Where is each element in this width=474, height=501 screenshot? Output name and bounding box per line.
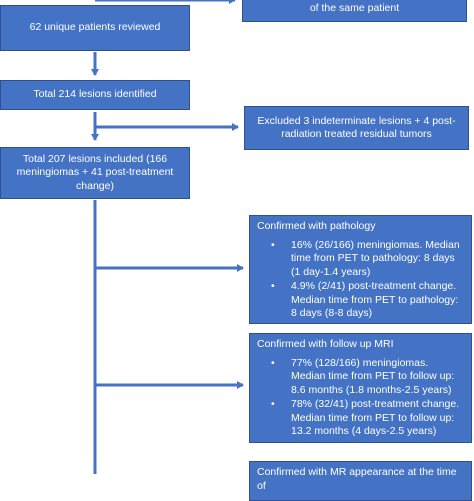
exclusion-top-box: of the same patient <box>242 0 467 22</box>
lesions-identified-text: Total 214 lesions identified <box>33 88 157 101</box>
excluded-lesions-text: Excluded 3 indeterminate lesions + 4 pos… <box>257 114 456 141</box>
follow-up-mri-box: Confirmed with follow up MRI 77% (128/16… <box>249 333 472 443</box>
pathology-list: 16% (26/166) meningiomas. Median time fr… <box>257 239 465 321</box>
pathology-item-meningiomas: 16% (26/166) meningiomas. Median time fr… <box>271 239 465 280</box>
mri-item-post-treatment: 78% (32/41) post-treatment change. Media… <box>271 398 465 439</box>
pathology-title: Confirmed with pathology <box>257 220 376 232</box>
mr-appearance-title: Confirmed with MR appearance at the time… <box>257 466 457 492</box>
mri-item-meningiomas: 77% (128/166) meningiomas. Median time f… <box>271 357 465 398</box>
mri-title: Confirmed with follow up MRI <box>257 338 394 350</box>
lesions-identified-box: Total 214 lesions identified <box>0 80 190 110</box>
pathology-box: Confirmed with pathology 16% (26/166) me… <box>249 215 472 324</box>
flow-connectors <box>91 0 244 474</box>
excluded-lesions-box: Excluded 3 indeterminate lesions + 4 pos… <box>244 106 469 150</box>
lesions-included-text: Total 207 lesions included (166 meningio… <box>16 152 174 192</box>
mr-appearance-box: Confirmed with MR appearance at the time… <box>249 461 472 501</box>
lesions-included-box: Total 207 lesions included (166 meningio… <box>0 147 190 199</box>
pathology-item-post-treatment: 4.9% (2/41) post-treatment change. Media… <box>271 280 465 321</box>
patients-reviewed-box: 62 unique patients reviewed <box>0 5 190 51</box>
mri-list: 77% (128/166) meningiomas. Median time f… <box>257 357 465 439</box>
exclusion-top-text: of the same patient <box>309 1 400 14</box>
patients-reviewed-text: 62 unique patients reviewed <box>29 21 161 34</box>
